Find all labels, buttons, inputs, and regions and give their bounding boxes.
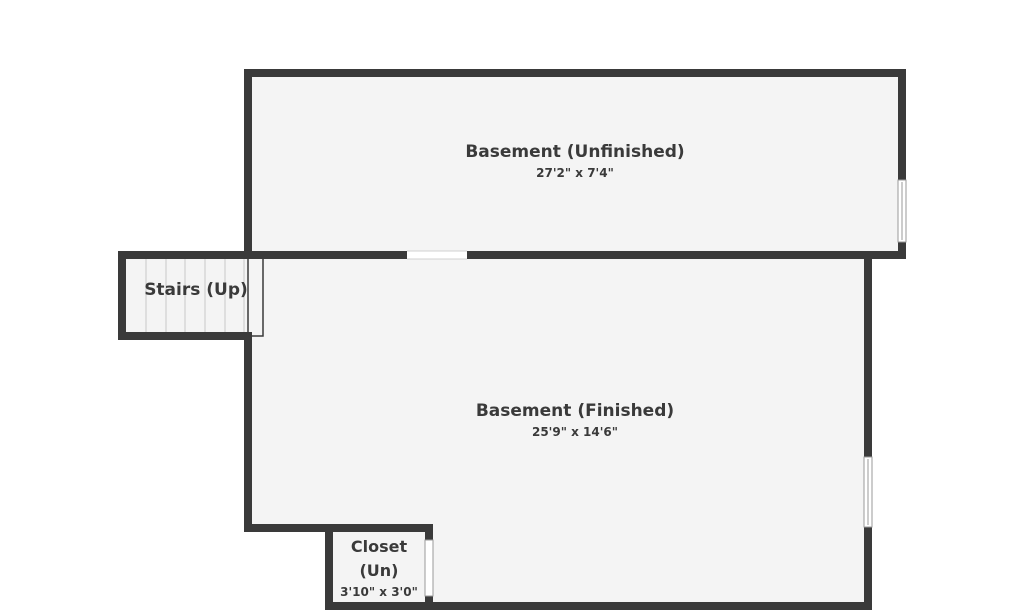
floor-unfinished [248,73,902,255]
floor-finished [248,258,868,606]
floor-stairs [122,258,262,336]
wall-closet [325,524,433,610]
doorway-opening [407,251,467,259]
room-name-line1: Closet [350,537,408,556]
room-dimensions: 3'10" x 3'0" [340,585,418,599]
room-name-line2: (Un) [359,561,399,580]
window-finished-right [863,456,873,528]
floor-closet [331,530,429,606]
stair-treads [145,258,245,335]
room-name: Basement (Unfinished) [465,142,685,162]
window-unfinished-right [897,179,907,243]
room-label-finished: Basement (Finished) 25'9" x 14'6" [430,400,720,441]
room-dimensions: 25'9" x 14'6" [531,425,619,439]
room-name: Basement (Finished) [475,401,675,421]
room-name: Stairs (Up) [144,280,248,300]
room-label-unfinished: Basement (Unfinished) 27'2" x 7'4" [423,141,727,182]
room-dimensions: 27'2" x 7'4" [536,166,614,180]
room-label-stairs: Stairs (Up) [132,279,260,302]
wall-stairs [118,251,252,340]
room-label-closet: Closet (Un) 3'10" x 3'0" [329,535,429,601]
walls [118,69,906,610]
wall-finished-left [244,332,333,532]
closet-door [424,539,434,597]
wall-unfinished-top [244,69,906,259]
